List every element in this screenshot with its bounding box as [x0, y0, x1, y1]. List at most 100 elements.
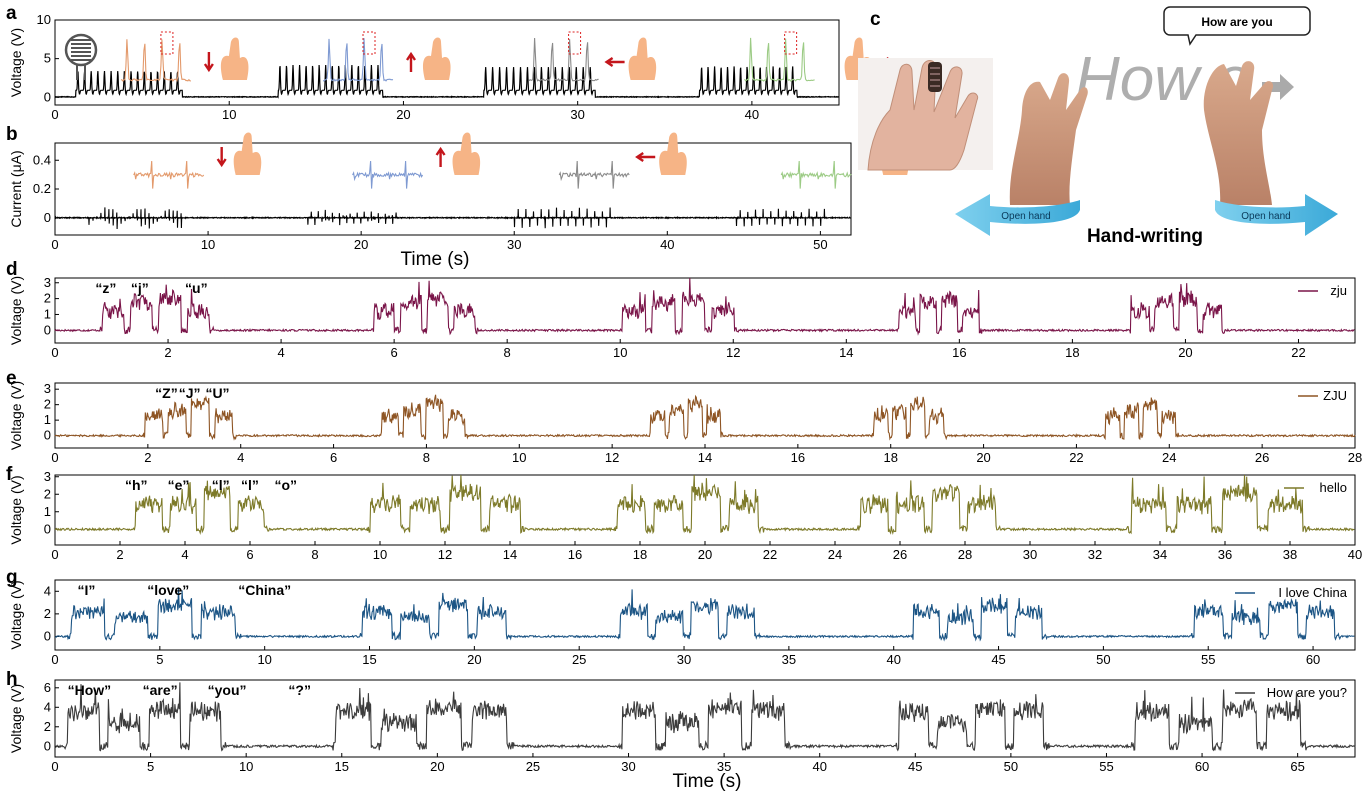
panel-h-xlabel: Time (s): [673, 771, 742, 792]
panel-f-xtick-label: 32: [1088, 547, 1102, 562]
panel-h-xtick-label: 65: [1290, 759, 1304, 774]
panel-f-xtick-label: 10: [373, 547, 387, 562]
panel-h-xtick-label: 0: [51, 759, 58, 774]
panel-b-series-line: [54, 207, 851, 230]
panel-d-xtick-label: 22: [1291, 345, 1305, 360]
panel-e-plot-frame: [54, 382, 1356, 449]
panel-h-xtick-label: 20: [430, 759, 444, 774]
panel-h-plot-frame: [54, 679, 1356, 758]
panel-b-xtick-label: 50: [813, 237, 827, 252]
panel-g-xtick-label: 60: [1306, 652, 1320, 667]
panel-e-ytick-label: 0: [44, 428, 51, 443]
panel-f-xtick-label: 12: [438, 547, 452, 562]
panel-e-xtick-label: 6: [330, 450, 337, 465]
panel-h-ytick-label: 0: [44, 738, 51, 753]
panel-d-ytick-label: 2: [44, 291, 51, 306]
panel-b-xtick-label: 0: [51, 237, 58, 252]
panel-e-xtick-label: 14: [698, 450, 712, 465]
panel-d-xtick-label: 14: [839, 345, 853, 360]
panel-f-xtick-label: 28: [958, 547, 972, 562]
open-hand-label-right: Open hand: [1241, 211, 1291, 222]
panel-g-plot-frame: [54, 579, 1356, 651]
panel-f-annotation: “l”: [212, 477, 230, 493]
panel-g-xtick-label: 40: [886, 652, 900, 667]
panel-d-ytick-label: 0: [44, 322, 51, 337]
panel-f-xtick-label: 6: [246, 547, 253, 562]
panel-e-xtick-label: 0: [51, 450, 58, 465]
panel-h-annotation: “are”: [143, 682, 178, 698]
panel-h-xtick-label: 30: [621, 759, 635, 774]
panel-h-xtick-label: 45: [908, 759, 922, 774]
open-hand-arrow-left: [955, 194, 1080, 236]
panel-f-xtick-label: 36: [1218, 547, 1232, 562]
panel-e-annotation: “U”: [205, 385, 229, 401]
panel-f-xtick-label: 0: [51, 547, 58, 562]
panel-b-hand-icon: [452, 132, 481, 175]
panel-g-xtick-label: 50: [1096, 652, 1110, 667]
panel-a-xtick-label: 30: [570, 107, 584, 122]
panel-e-ytick-label: 3: [44, 381, 51, 396]
panel-a-arrow-left-icon: [604, 57, 625, 67]
right-hand-icon: [1203, 61, 1274, 205]
panel-a-ytick-label: 5: [44, 51, 51, 66]
panel-e-annotation: “J”: [179, 385, 201, 401]
panel-e-xtick-label: 16: [791, 450, 805, 465]
panel-d-plot-frame: [54, 277, 1356, 344]
panel-d-annotation: “j”: [131, 280, 149, 296]
panel-g-ytick-label: 0: [44, 628, 51, 643]
panel-a-inset-trace: [120, 39, 191, 83]
panel-b-ytick-label: 0.4: [33, 152, 51, 167]
panel-b-ylabel: Current (μA): [8, 150, 24, 227]
panel-f-xtick-label: 4: [181, 547, 188, 562]
panel-label-f: f: [6, 464, 13, 485]
panel-e-ylabel: Voltage (V): [8, 381, 24, 450]
photo-caption: Hand-writing: [1087, 226, 1203, 247]
panel-f-xtick-label: 22: [763, 547, 777, 562]
panel-h-xtick-label: 55: [1099, 759, 1113, 774]
arrow-right-icon: [1262, 74, 1294, 100]
panel-d-annotation: “u”: [185, 280, 208, 296]
panel-b-inset-trace: [780, 160, 852, 189]
panel-e-series-line: [54, 394, 1356, 441]
panel-f-ytick-label: 2: [44, 486, 51, 501]
panel-a-series-line: [54, 64, 840, 99]
panel-g-xtick-label: 15: [362, 652, 376, 667]
panel-b-xtick-label: 40: [660, 237, 674, 252]
panel-label-g: g: [6, 567, 18, 588]
panel-b-arrow-down-icon: [216, 147, 227, 168]
panel-d-xtick-label: 4: [277, 345, 284, 360]
panel-d-xtick-label: 18: [1065, 345, 1079, 360]
panel-d-xtick-label: 2: [164, 345, 171, 360]
panel-label-c: c: [870, 9, 881, 30]
panel-b-inset-trace: [133, 160, 205, 189]
panel-b-xtick-label: 30: [507, 237, 521, 252]
panel-f-xtick-label: 14: [503, 547, 517, 562]
panel-h-series-line: [54, 682, 1356, 752]
panel-b-hand-icon: [659, 132, 687, 175]
sensor-icon: [928, 62, 942, 92]
panel-e-xtick-label: 2: [144, 450, 151, 465]
panel-e-xtick-label: 28: [1348, 450, 1362, 465]
panel-e-xtick-label: 26: [1255, 450, 1269, 465]
hand-fingers-icon: [867, 60, 979, 171]
panel-g-xtick-label: 10: [257, 652, 271, 667]
open-hand-arrow-right: [1215, 194, 1338, 236]
panel-g-annotation: “China”: [238, 582, 291, 598]
panel-e-ytick-label: 1: [44, 412, 51, 427]
panel-a-xtick-label: 0: [51, 107, 58, 122]
panel-f-annotation: “l”: [241, 477, 259, 493]
panel-g-xtick-label: 30: [677, 652, 691, 667]
panel-f-xtick-label: 30: [1023, 547, 1037, 562]
panel-g-ylabel: Voltage (V): [8, 580, 24, 649]
panel-h-ylabel: Voltage (V): [8, 684, 24, 753]
panel-h-xtick-label: 40: [812, 759, 826, 774]
panel-g-legend-label: I love China: [1278, 585, 1347, 600]
panel-a-inset-highlight: [784, 31, 798, 55]
panel-a-inset-highlight: [160, 31, 174, 55]
panel-a-xtick-label: 40: [745, 107, 759, 122]
panel-b-ytick-label: 0.2: [33, 181, 51, 196]
panel-a-arrow-down-icon: [203, 52, 214, 73]
